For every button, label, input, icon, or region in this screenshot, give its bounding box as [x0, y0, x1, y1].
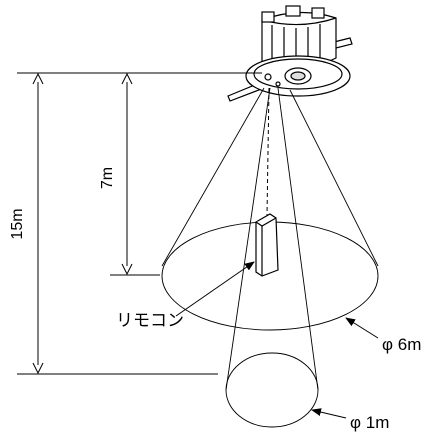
- ceiling-sensor-icon: [227, 5, 353, 102]
- remote-control-icon: [255, 213, 279, 277]
- remote-label: リモコン: [116, 311, 184, 330]
- diameter-large-label: φ 6m: [382, 335, 421, 354]
- height-7m-dimension: [121, 72, 133, 276]
- diameter-small-leader-arrow: [311, 408, 347, 419]
- signal-path-line: [266, 87, 270, 216]
- diameter-large-leader-arrow: [345, 317, 379, 339]
- height-15m-dimension: [32, 72, 44, 375]
- detection-cone-small: [225, 87, 319, 428]
- height-remote-label: 7m: [99, 167, 116, 189]
- dimension-lines: [17, 72, 262, 375]
- height-total-label: 15m: [9, 208, 26, 239]
- remote-leader-arrow: [175, 261, 255, 317]
- diameter-small-label: φ 1m: [350, 413, 389, 432]
- detection-cone-large: [161, 87, 379, 331]
